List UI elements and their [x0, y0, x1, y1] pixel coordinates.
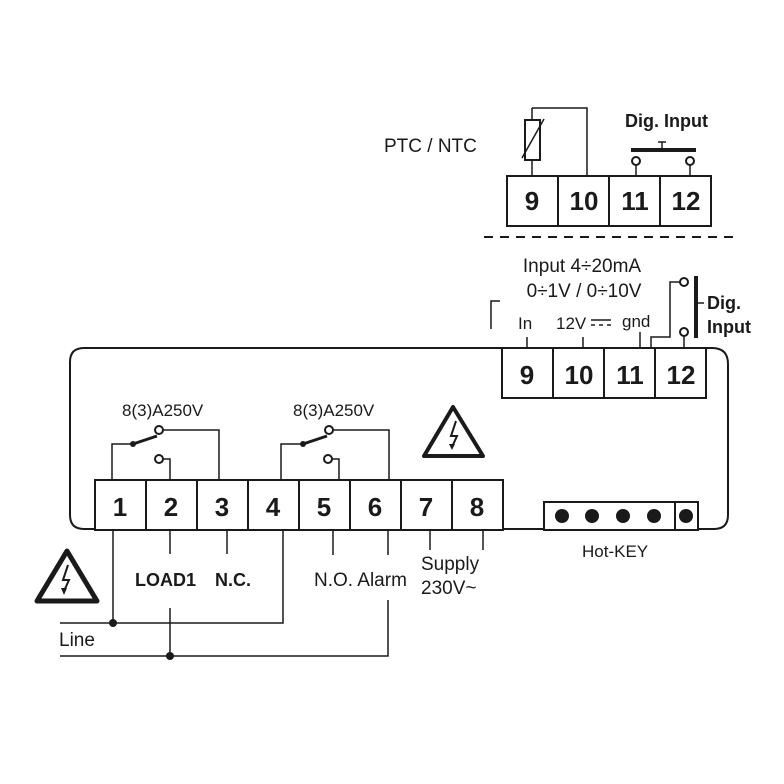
dig-input-switch-icon: Dig. Input	[625, 111, 708, 178]
terminal-12[interactable]	[659, 175, 712, 227]
hotkey-pin	[585, 509, 599, 523]
terminal-label: 10	[565, 360, 594, 390]
input-range-line1: Input 4÷20mA	[523, 256, 641, 277]
no-alarm-label: N.O. Alarm	[314, 570, 407, 591]
terminal-9[interactable]	[506, 175, 559, 227]
sensor-label: PTC / NTC	[384, 136, 477, 157]
terminal-label: 8	[470, 492, 484, 522]
terminal-label: 1	[113, 492, 127, 522]
terminal-label: 9	[520, 360, 534, 390]
input-range-line2: 0÷1V / 0÷10V	[527, 281, 642, 302]
top-terminal-block: PTC / NTC Dig. Input 9 10 11	[384, 107, 712, 227]
nc-label: N.C.	[215, 570, 251, 590]
terminal-label: 10	[570, 186, 599, 216]
terminal-label: 9	[525, 186, 539, 216]
terminal-label: 4	[266, 492, 281, 522]
alt-dig-label-1: Dig.	[707, 293, 741, 313]
terminal-10[interactable]	[552, 347, 605, 399]
pin-12v-label: 12V	[556, 314, 587, 333]
terminal-label: 6	[368, 492, 382, 522]
hotkey-pin	[647, 509, 661, 523]
relay-2-rating: 8(3)A250V	[293, 401, 375, 420]
terminal-label: 11	[621, 186, 649, 216]
supply-voltage-label: 230V~	[421, 578, 476, 599]
main-terminals: 1 2 3 4 5 6 7 8	[94, 479, 504, 531]
hotkey-connector[interactable]	[543, 501, 699, 531]
terminal-8[interactable]	[451, 479, 504, 531]
terminal-label: 3	[215, 492, 229, 522]
junction-dot	[166, 652, 174, 660]
terminal-label: 7	[419, 492, 433, 522]
external-wiring	[60, 530, 484, 660]
high-voltage-warning-icon	[422, 405, 485, 458]
controller-housing	[69, 347, 729, 530]
line-label: Line	[59, 630, 95, 651]
analog-terminals: 9 10 11 12	[501, 347, 707, 399]
terminal-label: 2	[164, 492, 178, 522]
junction-dot	[109, 619, 117, 627]
top-dig-input-label: Dig. Input	[625, 111, 708, 131]
pin-gnd-label: gnd	[622, 312, 650, 331]
hotkey-pin	[616, 509, 630, 523]
high-voltage-warning-icon	[34, 548, 100, 604]
hotkey-pin	[679, 509, 693, 523]
terminal-12[interactable]	[654, 347, 707, 399]
dig-input-switch-icon: Dig. Input	[650, 276, 751, 348]
pin-in-label: In	[518, 314, 532, 333]
thermistor-icon	[521, 107, 588, 178]
dc-symbol-icon	[591, 319, 611, 326]
hotkey-pin	[555, 509, 569, 523]
top-terminals: 9 10 11 12	[506, 175, 712, 227]
terminal-label: 12	[667, 360, 696, 390]
supply-label: Supply	[421, 554, 480, 575]
analog-input-labels: Input 4÷20mA 0÷1V / 0÷10V In 12V gnd Dig…	[490, 256, 751, 348]
terminal-10[interactable]	[557, 175, 610, 227]
terminal-6[interactable]	[349, 479, 402, 531]
terminal-label: 5	[317, 492, 331, 522]
terminal-label: 12	[672, 186, 701, 216]
terminal-5[interactable]	[298, 479, 351, 531]
relay-1-rating: 8(3)A250V	[122, 401, 204, 420]
terminal-label: 11	[616, 360, 644, 390]
relay-2-icon: 8(3)A250V	[280, 401, 390, 480]
terminal-9[interactable]	[501, 347, 554, 399]
relay-1-icon: 8(3)A250V	[111, 401, 220, 480]
load1-label: LOAD1	[135, 570, 196, 590]
alt-dig-label-2: Input	[707, 317, 751, 337]
hotkey-label: Hot-KEY	[582, 542, 648, 561]
